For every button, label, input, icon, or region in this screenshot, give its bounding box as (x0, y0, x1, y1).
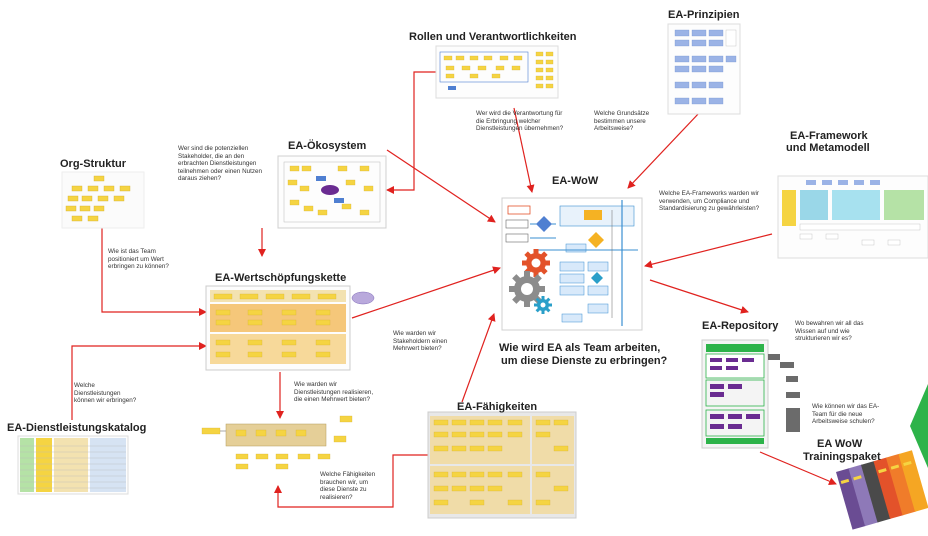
arrow-dienst-to-wertschoepfung (71, 342, 207, 420)
prinzipien-thumbnail (667, 23, 741, 115)
question-line: positioniert um Wert (108, 255, 164, 263)
question-line: teilnehmen oder einen Nutzen (178, 167, 263, 175)
title-training-1: EA WoW (817, 438, 863, 450)
title-org-struktur: Org-Struktur (60, 158, 126, 170)
question-wissen: Wo bewahren wir all das Wissen auf und w… (795, 320, 863, 343)
title-faehigkeiten: EA-Fähigkeiten (457, 401, 538, 413)
question-line: Dienstleistungen übernehmen? (476, 125, 564, 133)
question-line: Mehrwert bieten? (393, 345, 442, 353)
realisation-thumbnail (201, 415, 353, 470)
arrow-faehigkeiten-to-realisation (274, 454, 428, 508)
question-realisieren: Wie warden wir Dienstleistungen realisie… (294, 381, 373, 404)
question-line: Arbeitsweise? (594, 125, 634, 133)
org-struktur-thumbnail (61, 171, 145, 229)
dienstleistung-thumbnail (17, 435, 129, 495)
title-oekosystem: EA-Ökosystem (288, 140, 367, 152)
question-line: Team für die neue (812, 410, 863, 418)
title-framework-2: und Metamodell (786, 142, 870, 154)
title-framework-1: EA-Framework (790, 130, 868, 142)
question-line: Dienstleistungen (74, 389, 121, 397)
arrow-oekosystem-to-wow (386, 149, 496, 223)
arrow-repository-to-training (759, 451, 837, 485)
title-wertschoepfung: EA-Wertschöpfungskette (215, 272, 347, 284)
question-line: Wie warden wir (393, 330, 437, 337)
question-frameworks: Welche EA-Frameworks warden wir verwende… (659, 190, 759, 213)
title-wow: EA-WoW (552, 175, 599, 187)
main-question-line-1: Wie wird EA als Team arbeiten, (499, 342, 661, 354)
question-line: die Erbringung welcher (476, 117, 541, 125)
question-faehigkeiten-brauchen: Welche Fähigkeiten brauchen wir, um dies… (320, 471, 375, 501)
arrow-rollen-to-oekosystem (386, 71, 440, 194)
question-line: können wir erbringen? (74, 397, 137, 405)
faehigkeiten-thumbnail (427, 411, 577, 519)
arrow-rollen-to-wow (513, 107, 535, 193)
question-line: verwenden, um Compliance und (659, 197, 750, 205)
main-question-line-2: um diese Dienste zu erbringen? (501, 355, 668, 367)
arrow-wertschoepfung-to-wow (351, 266, 501, 319)
question-line: bestimmen unsere (594, 117, 646, 125)
question-line: Wie ist das Team (108, 248, 156, 255)
question-line: daraus ziehen? (178, 175, 222, 183)
question-stakeholder: Wer sind die potenziellen Stakeholder, d… (178, 145, 262, 183)
title-training-2: Trainingspaket (803, 451, 881, 463)
question-line: Wie können wir das EA- (812, 403, 880, 410)
arrow-org-to-wertschoepfung (101, 228, 207, 316)
question-schulen: Wie können wir das EA- Team für die neue… (812, 403, 879, 426)
question-line: Wie warden wir (294, 381, 338, 388)
oekosystem-thumbnail (277, 155, 387, 229)
question-mehrwert: Wie warden wir Stakeholdern einen Mehrwe… (393, 330, 447, 353)
main-question: Wie wird EA als Team arbeiten, um diese … (499, 342, 667, 368)
green-chevron-shape (910, 384, 928, 468)
question-line: brauchen wir, um (320, 478, 368, 486)
arrow-framework-to-wow (644, 233, 773, 269)
books-icon (836, 450, 928, 530)
question-line: Welche Grundsätze (594, 110, 650, 117)
question-line: Dienstleistungen realisieren, (294, 388, 374, 396)
question-line: diese Dienste zu (320, 486, 367, 494)
question-line: Wissen auf und wie (795, 327, 850, 335)
stakeholder-ellipse (351, 291, 375, 305)
question-verantwortung: Wer wird die Verantwortung für die Erbri… (476, 110, 563, 133)
question-team-position: Wie ist das Team positioniert um Wert er… (108, 248, 169, 271)
arrow-faehigkeiten-to-wow (461, 313, 496, 403)
question-line: Wo bewahren wir all das (795, 320, 864, 327)
repository-thumbnail (701, 339, 800, 449)
question-line: Stakeholder, die an den (178, 152, 245, 160)
gears-icon (509, 249, 552, 314)
question-line: die einen Mehrwert bieten? (294, 396, 370, 404)
question-line: Arbeitsweise schulen? (812, 418, 875, 426)
title-prinzipien: EA-Prinzipien (668, 9, 740, 21)
question-line: erbrachten Dienstleistungen (178, 160, 257, 168)
question-line: Welche EA-Frameworks warden wir (659, 190, 759, 197)
question-line: Wer wird die Verantwortung für (476, 110, 563, 117)
question-line: strukturieren wir es? (795, 335, 852, 343)
wertschoepfung-thumbnail (205, 285, 351, 371)
title-repository: EA-Repository (702, 320, 779, 332)
connector-arrows (71, 71, 837, 508)
question-line: Wer sind die potenziellen (178, 145, 249, 152)
framework-thumbnail (777, 175, 928, 259)
question-line: Stakeholdern einen (393, 337, 448, 345)
arrow-wow-to-repository (649, 279, 749, 314)
question-grundsaetze: Welche Grundsätze bestimmen unsere Arbei… (594, 110, 649, 133)
question-line: Standardisierung zu gewährleisten? (659, 205, 760, 213)
question-line: Welche Fähigkeiten (320, 471, 376, 478)
rollen-thumbnail (435, 45, 559, 99)
title-dienstleistung: EA-Dienstleistungskatalog (7, 422, 147, 434)
question-line: realisieren? (320, 493, 353, 501)
question-welche-dienste: Welche Dienstleistungen können wir erbri… (74, 382, 136, 405)
title-rollen: Rollen und Verantwortlichkeiten (409, 31, 577, 43)
arrow-prinzipien-to-wow (627, 111, 701, 189)
question-line: erbringen zu können? (108, 263, 169, 271)
question-line: Welche (74, 382, 95, 389)
